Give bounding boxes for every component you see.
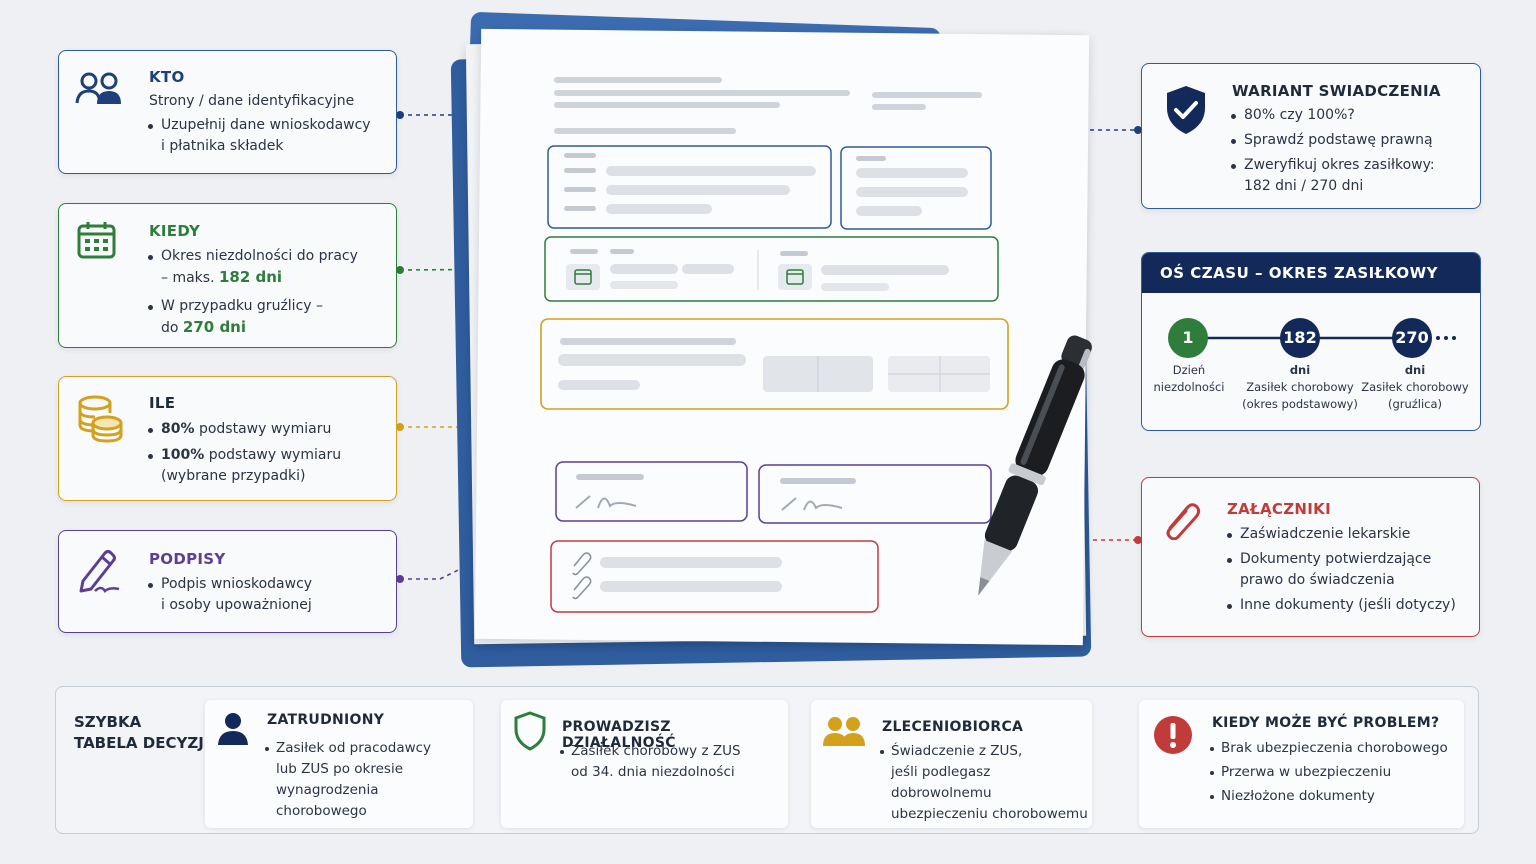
decision-table: SZYBKA TABELA DECYZJI ZATRUDNIONY Zasiłe… [55, 686, 1479, 834]
calendar-icon [77, 222, 116, 259]
list-item: 80% podstawy wymiaru [147, 419, 341, 440]
decision-cell-title: KIEDY MOŻE BYĆ PROBLEM? [1212, 715, 1440, 731]
card-ile: ILE 80% podstawy wymiaru 100% podstawy w… [58, 376, 397, 501]
list-item: Przerwa w ubezpieczeniu [1210, 762, 1448, 783]
card-title: WARIANT SWIADCZENIA [1232, 82, 1441, 100]
timeline-node-start: 1 [1168, 318, 1208, 358]
card-zalaczniki: ZAŁĄCZNIKI Zaświadczenie lekarskie Dokum… [1141, 477, 1480, 637]
decision-cell-zatrudniony: ZATRUDNIONY Zasiłek od pracodawcy lub ZU… [205, 700, 473, 828]
list-item: 80% czy 100%? [1230, 105, 1435, 126]
decision-cell-title: ZLECENIOBIORCA [882, 719, 1024, 735]
list-item: Zasiłek chorobowy z ZUS od 34. dnia niez… [560, 741, 741, 783]
list-item: Zasiłek od pracodawcy lub ZUS po okresie… [265, 738, 473, 822]
decision-cell-title: ZATRUDNIONY [267, 712, 385, 728]
card-title: PODPISY [149, 550, 226, 568]
coins-icon [78, 395, 123, 443]
list-item: Świadczenie z ZUS, jeśli podlegasz dobro… [880, 741, 1092, 825]
timeline-node-270: 270 [1392, 318, 1432, 358]
list-item: Okres niezdolności do pracy – maks. 182 … [147, 246, 358, 289]
list-item: Sprawdź podstawę prawną [1230, 130, 1435, 151]
list-item: Podpis wnioskodawcy i osoby upoważnionej [147, 574, 312, 616]
decision-cell-title: PROWADZISZ DZIAŁALNOŚĆ [562, 719, 676, 751]
pen-signature-icon [79, 550, 120, 593]
timeline-label: Dzień niezdolności [1153, 363, 1225, 394]
people-icon [75, 72, 121, 104]
decision-cell-zleceniobiorca: ZLECENIOBIORCA Świadczenie z ZUS, jeśli … [811, 700, 1092, 828]
list-item: Brak ubezpieczenia chorobowego [1210, 738, 1448, 759]
decision-cell-problem: KIEDY MOŻE BYĆ PROBLEM? Brak ubezpieczen… [1139, 700, 1464, 828]
list-item: Zaświadczenie lekarskie [1226, 524, 1456, 545]
person-icon [218, 713, 248, 745]
timeline-label: dni Zasiłek chorobowy (gruźlica) [1361, 363, 1469, 411]
card-wariant: WARIANT SWIADCZENIA 80% czy 100%? Sprawd… [1141, 63, 1481, 209]
list-item: Niezłożone dokumenty [1210, 786, 1448, 807]
timeline-title: OŚ CZASU – OKRES ZASIŁKOWY [1142, 253, 1480, 293]
alert-icon [1154, 716, 1192, 754]
card-title: KIEDY [149, 222, 201, 240]
pen-illustration [978, 335, 1092, 596]
shield-check-icon [1167, 86, 1205, 134]
paperclip-icon [1166, 503, 1201, 540]
list-item: Dokumenty potwierdzające prawo do świadc… [1226, 549, 1456, 591]
shield-outline-icon [514, 711, 546, 751]
card-title: ZAŁĄCZNIKI [1227, 500, 1331, 518]
list-item: Zweryfikuj okres zasiłkowy: 182 dni / 27… [1230, 155, 1435, 197]
timeline-card: OŚ CZASU – OKRES ZASIŁKOWY 1 182 270 Dzi… [1141, 252, 1481, 431]
decision-table-title: SZYBKA TABELA DECYZJI [74, 713, 210, 752]
card-subtitle: Strony / dane identyfikacyjne [149, 93, 355, 109]
card-title: KTO [149, 68, 185, 86]
timeline-node-182: 182 [1280, 318, 1320, 358]
list-item: 100% podstawy wymiaru (wybrane przypadki… [147, 445, 341, 487]
people-group-icon [823, 717, 865, 746]
list-item: Inne dokumenty (jeśli dotyczy) [1226, 595, 1456, 616]
card-title: ILE [149, 394, 176, 412]
card-kto: KTO Strony / dane identyfikacyjne Uzupeł… [58, 50, 397, 174]
list-item: W przypadku gruźlicy – do 270 dni [147, 296, 358, 339]
list-item: Uzupełnij dane wnioskodawcy i płatnika s… [147, 115, 371, 157]
card-kiedy: KIEDY Okres niezdolności do pracy – maks… [58, 203, 397, 348]
decision-cell-dzialalnosc: PROWADZISZ DZIAŁALNOŚĆ Zasiłek chorobowy… [501, 700, 788, 828]
card-podpisy: PODPISY Podpis wnioskodawcy i osoby upow… [58, 530, 397, 633]
timeline-label: dni Zasiłek chorobowy (okres podstawowy) [1242, 363, 1358, 411]
